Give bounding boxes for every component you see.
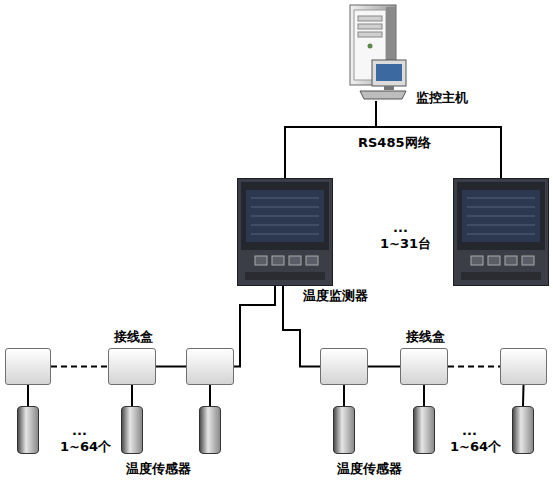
monitor-face <box>237 178 333 286</box>
network-label: RS485网络 <box>358 135 431 151</box>
cable <box>343 385 345 406</box>
cable <box>368 366 400 368</box>
monitor-face <box>453 178 549 286</box>
node-label: 监控主机 <box>416 90 468 106</box>
temperature-sensor <box>333 406 355 454</box>
ellipsis: ... <box>393 220 408 236</box>
cable <box>131 385 133 406</box>
dashed-cable <box>51 366 108 368</box>
temperature-sensor <box>121 406 143 454</box>
cable <box>423 385 425 406</box>
cable <box>209 385 211 406</box>
server-icon <box>340 4 412 101</box>
count-label: 1~64个 <box>60 439 111 455</box>
junction-box: 接线盒 <box>108 348 156 385</box>
count-label: 1~64个 <box>450 439 501 455</box>
dashed-cable <box>448 366 500 368</box>
cable <box>156 366 186 368</box>
group-label: 温度传感器 <box>126 461 191 477</box>
node-label: 温度监测器 <box>303 288 368 304</box>
host-computer: 监控主机 <box>340 4 412 101</box>
cable <box>234 286 275 367</box>
junction-box <box>186 348 234 385</box>
cable <box>522 385 525 406</box>
junction-box: 接线盒 <box>400 348 448 385</box>
temperature-sensor <box>199 406 221 454</box>
node-label: 接线盒 <box>406 329 445 345</box>
cable <box>27 385 29 406</box>
temperature-sensor <box>413 406 435 454</box>
temperature-sensor <box>512 406 534 454</box>
junction-box <box>500 348 547 385</box>
count-label: 1~31台 <box>380 236 431 252</box>
ellipsis: ... <box>72 423 87 439</box>
group-label: 温度传感器 <box>337 461 402 477</box>
temperature-monitor <box>453 178 549 286</box>
ellipsis: ... <box>462 423 477 439</box>
junction-box <box>5 348 51 385</box>
temperature-monitor: 温度监测器 <box>237 178 333 286</box>
junction-box <box>320 348 368 385</box>
temperature-sensor <box>17 406 39 454</box>
node-label: 接线盒 <box>114 329 153 345</box>
